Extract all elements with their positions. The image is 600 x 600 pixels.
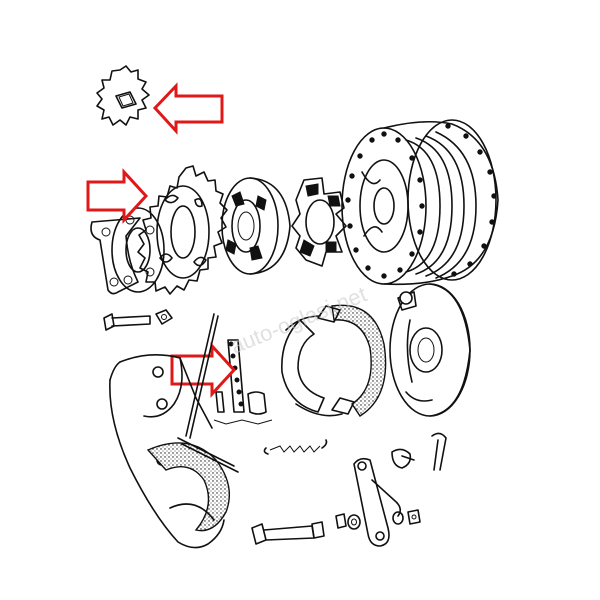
nut bbox=[335, 513, 347, 529]
arrow-left-icon bbox=[152, 82, 224, 135]
front-sprocket bbox=[96, 65, 150, 126]
brake-cam-shaft bbox=[251, 521, 325, 545]
cotter-pin bbox=[431, 432, 447, 471]
drive-chain bbox=[213, 339, 273, 425]
rear-sprocket bbox=[137, 165, 228, 295]
rod bbox=[185, 313, 219, 439]
brake-lever bbox=[353, 457, 402, 547]
nut bbox=[407, 509, 421, 525]
rear-sprocket-lock-plate bbox=[90, 217, 141, 295]
rear-wheel-hub bbox=[341, 119, 499, 286]
bolt bbox=[103, 313, 151, 331]
cush-drive-hub bbox=[221, 177, 291, 275]
brake-spring bbox=[263, 439, 328, 455]
brake-plate bbox=[389, 283, 471, 417]
brake-shoes bbox=[281, 304, 387, 417]
cable-adjuster bbox=[391, 448, 415, 469]
nut bbox=[155, 309, 173, 325]
washer bbox=[347, 514, 361, 530]
rear-sprocket-carrier-plate bbox=[111, 207, 165, 293]
washer bbox=[392, 511, 404, 525]
arrow-right-icon bbox=[86, 168, 149, 224]
arrow-right-icon bbox=[170, 342, 237, 398]
chain-guard bbox=[109, 354, 239, 549]
rubber-damper bbox=[291, 177, 347, 267]
